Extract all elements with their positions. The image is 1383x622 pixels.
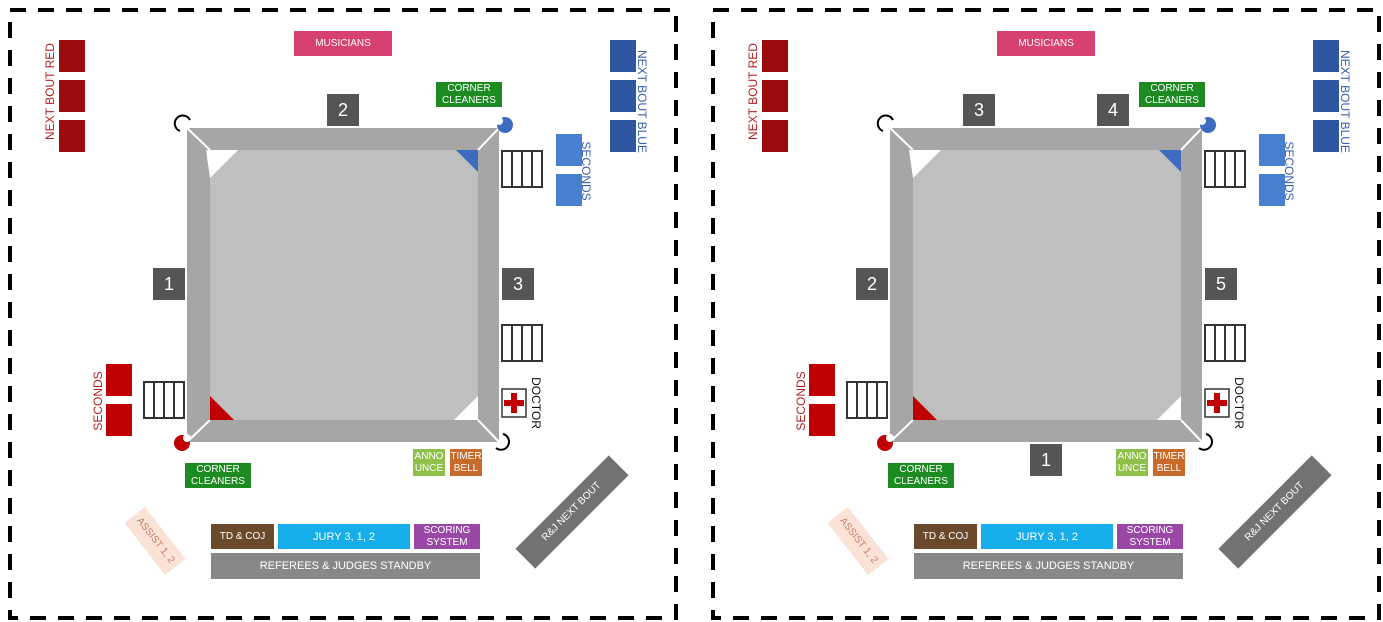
chair-red	[762, 80, 788, 112]
chair-red	[762, 40, 788, 72]
neutral-corner-pad	[454, 396, 478, 420]
seconds-red-label: SECONDS	[794, 371, 808, 431]
chair-blue	[1313, 40, 1339, 72]
next-bout-blue-label: NEXT BOUT BLUE	[1338, 50, 1352, 153]
chair-blue-second	[556, 134, 582, 166]
chair-red	[59, 80, 85, 112]
scoring-system-table: SCORING SYSTEM	[414, 524, 480, 549]
blue-corner-pad	[456, 150, 478, 172]
first-aid-cross-icon	[1204, 388, 1230, 418]
steps-icon	[501, 324, 543, 362]
corner-post-icon	[1198, 117, 1216, 133]
corner-post-icon	[174, 434, 191, 451]
corner-cleaners-red: CORNER CLEANERS	[888, 463, 954, 488]
steps-icon	[143, 381, 185, 419]
next-bout-red-label: NEXT BOUT RED	[43, 43, 57, 140]
chair-blue-second	[1259, 134, 1285, 166]
seconds-blue-label: SECONDS	[1282, 141, 1296, 201]
chair-blue-second	[556, 174, 582, 206]
steps-icon	[846, 381, 888, 419]
boxing-ring	[762, 40, 1339, 451]
referees-judges-standby: REFEREES & JUDGES STANDBY	[914, 553, 1183, 579]
chair-blue	[1313, 120, 1339, 152]
first-aid-cross-icon	[501, 388, 527, 418]
corner-post-icon	[495, 117, 513, 133]
red-corner-pad	[913, 396, 937, 420]
seconds-blue-label: SECONDS	[579, 141, 593, 201]
next-bout-red-label: NEXT BOUT RED	[746, 43, 760, 140]
layout-panel-1: MUSICIANS CORNER CLEANERS CORNER CLEANER…	[0, 0, 680, 622]
corner-cleaners-blue: CORNER CLEANERS	[1139, 82, 1205, 107]
chair-blue	[610, 80, 636, 112]
chair-blue-second	[1259, 174, 1285, 206]
jury-table: JURY 3, 1, 2	[981, 524, 1113, 549]
referees-judges-standby: REFEREES & JUDGES STANDBY	[211, 553, 480, 579]
td-coj-table: TD & COJ	[914, 524, 977, 549]
chair-red	[59, 40, 85, 72]
chair-blue	[610, 120, 636, 152]
corner-post-icon	[1198, 433, 1213, 451]
steps-icon	[1204, 324, 1246, 362]
corner-cleaners-red: CORNER CLEANERS	[185, 463, 251, 488]
blue-corner-pad	[1159, 150, 1181, 172]
judge-seat: 1	[153, 268, 185, 300]
neutral-corner-pad	[1157, 396, 1181, 420]
td-coj-table: TD & COJ	[211, 524, 274, 549]
steps-icon	[501, 150, 543, 188]
chair-red	[762, 120, 788, 152]
jury-table: JURY 3, 1, 2	[278, 524, 410, 549]
chair-red-second	[106, 364, 132, 396]
venue-boundary	[711, 8, 1381, 620]
neutral-corner-pad	[206, 150, 238, 178]
chair-blue	[610, 40, 636, 72]
corner-post-icon	[495, 433, 510, 451]
judge-seat: 3	[963, 94, 995, 126]
chair-blue	[1313, 80, 1339, 112]
next-bout-blue-label: NEXT BOUT BLUE	[635, 50, 649, 153]
layout-panel-2: MUSICIANS CORNER CLEANERS CORNER CLEANER…	[703, 0, 1383, 622]
judge-seat: 2	[327, 94, 359, 126]
timer-bell-area: TIMER BELL	[450, 449, 482, 476]
seconds-red-label: SECONDS	[91, 371, 105, 431]
judge-seat: 4	[1097, 94, 1129, 126]
corner-post-icon	[876, 114, 894, 132]
neutral-corner-pad	[909, 150, 941, 178]
chair-red-second	[809, 364, 835, 396]
venue-boundary	[8, 8, 678, 620]
corner-cleaners-blue: CORNER CLEANERS	[436, 82, 502, 107]
judge-seat: 5	[1205, 268, 1237, 300]
chair-red-second	[106, 404, 132, 436]
scoring-system-table: SCORING SYSTEM	[1117, 524, 1183, 549]
timer-bell-area: TIMER BELL	[1153, 449, 1185, 476]
doctor-label: DOCTOR	[1232, 377, 1246, 429]
steps-icon	[1204, 150, 1246, 188]
judge-seat: 3	[502, 268, 534, 300]
announcer-area: ANNO UNCE	[413, 449, 445, 476]
corner-post-icon	[877, 434, 894, 451]
judge-seat: 1	[1030, 444, 1062, 476]
red-corner-pad	[210, 396, 234, 420]
chair-red-second	[809, 404, 835, 436]
corner-post-icon	[173, 114, 191, 132]
doctor-label: DOCTOR	[529, 377, 543, 429]
boxing-ring	[59, 40, 636, 451]
chair-red	[59, 120, 85, 152]
musicians-area: MUSICIANS	[294, 31, 392, 56]
musicians-area: MUSICIANS	[997, 31, 1095, 56]
announcer-area: ANNO UNCE	[1116, 449, 1148, 476]
judge-seat: 2	[856, 268, 888, 300]
